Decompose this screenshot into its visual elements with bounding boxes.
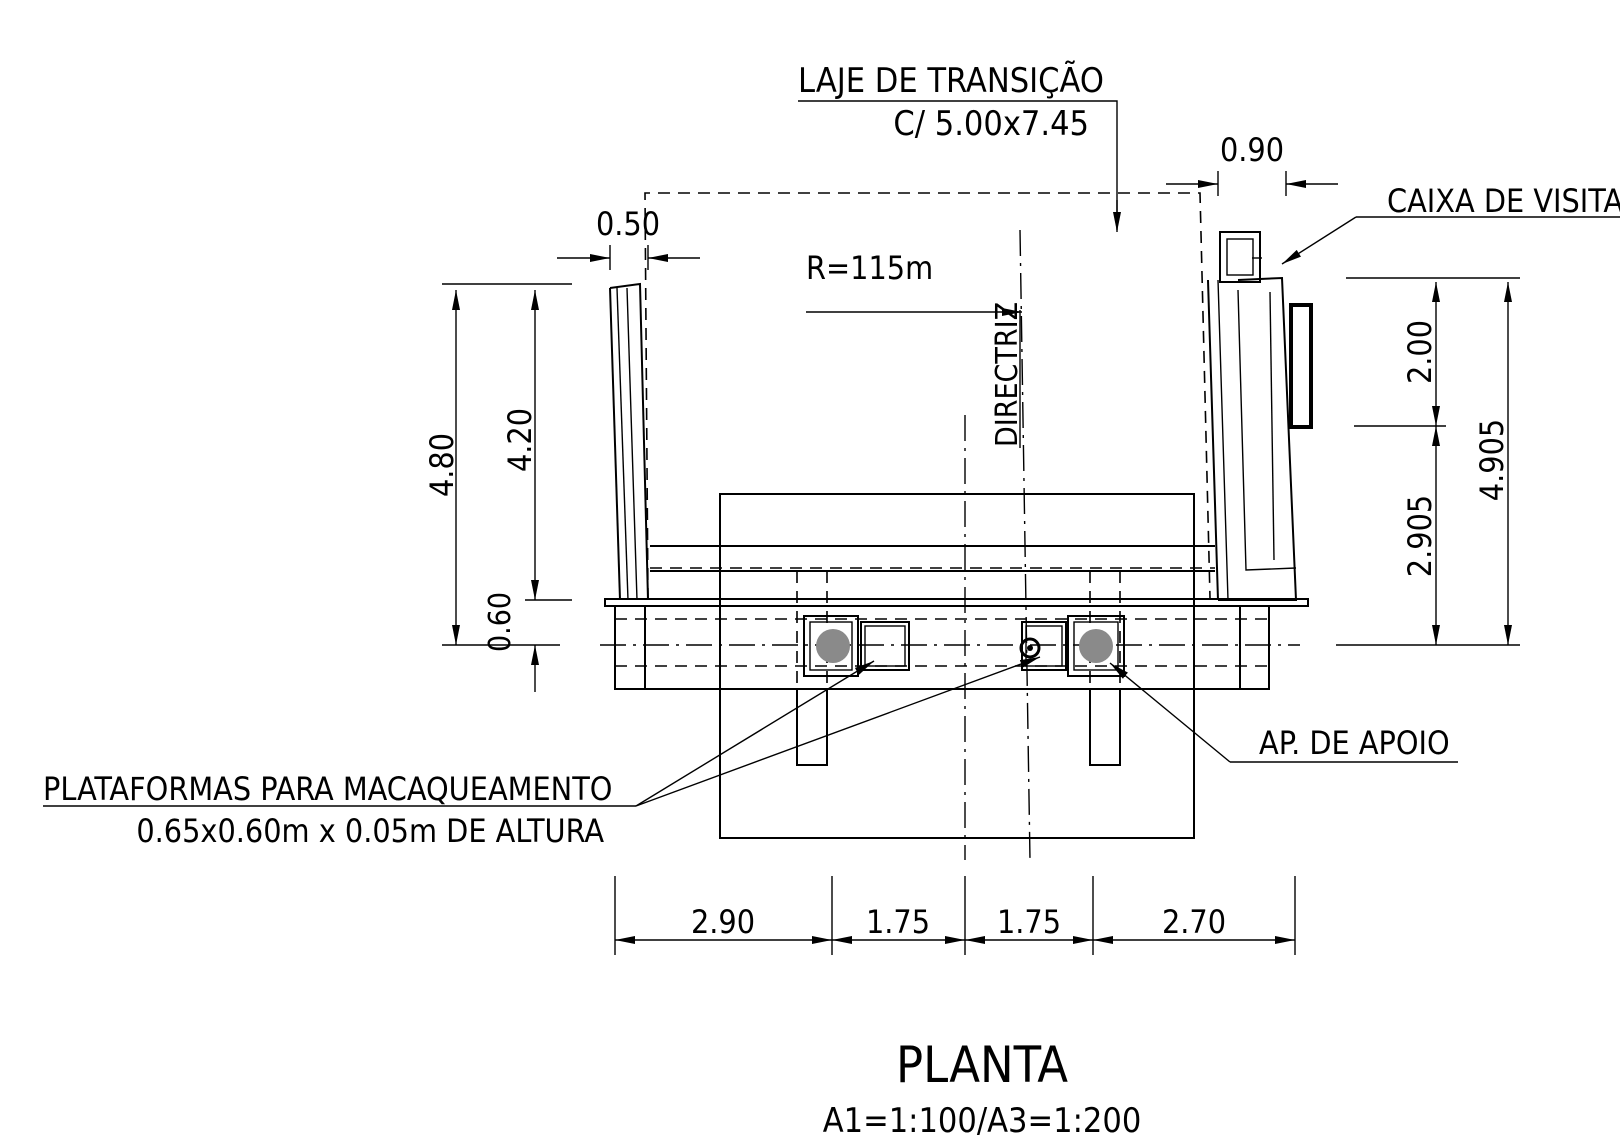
apoio-label: AP. DE APOIO	[1259, 724, 1450, 762]
dim-bottom-1: 2.90	[691, 903, 755, 941]
dim-4-80: 4.80	[423, 433, 461, 497]
left-wing-wall	[609, 282, 649, 601]
laje-label-line2: C/ 5.00x7.45	[893, 104, 1089, 144]
drawing-scale: A1=1:100/A3=1:200	[823, 1101, 1142, 1141]
left-bearing	[803, 615, 859, 677]
directriz-axis	[1019, 229, 1031, 861]
dim-bottom-2: 1.75	[866, 903, 930, 941]
radius-label: R=115m	[806, 249, 933, 287]
dim-left: 4.80 4.20 0.60	[423, 283, 572, 692]
left-jacking-platform	[860, 621, 910, 671]
dim-0-60: 0.60	[483, 592, 518, 652]
left-bearing-pad	[816, 629, 850, 663]
dim-top-left: 0.50	[557, 205, 700, 270]
dim-2-905: 2.905	[1401, 495, 1439, 577]
dim-4-905: 4.905	[1473, 419, 1511, 501]
directriz-label: DIRECTRIZ	[990, 302, 1025, 447]
caixa-callout: CAIXA DE VISITA	[1281, 182, 1620, 265]
radius-callout: R=115m	[806, 249, 1022, 316]
dim-bottom-3: 1.75	[997, 903, 1061, 941]
plataformas-callout: PLATAFORMAS PARA MACAQUEAMENTO 0.65x0.60…	[43, 656, 1041, 850]
dim-0-90: 0.90	[1220, 131, 1284, 169]
dim-top-right: 0.90	[1166, 131, 1338, 196]
inspection-box	[1219, 231, 1262, 283]
abutment-plan	[600, 192, 1313, 861]
transition-slab-outline	[644, 192, 1211, 601]
dim-2-00: 2.00	[1401, 320, 1439, 384]
dim-bottom: 2.90 1.75 1.75 2.70	[614, 876, 1296, 955]
dim-4-20: 4.20	[501, 408, 539, 472]
apoio-callout: AP. DE APOIO	[1109, 662, 1458, 763]
right-bearing-pad	[1079, 629, 1113, 663]
railing-post	[1289, 303, 1313, 429]
drawing-title: PLANTA	[896, 1036, 1068, 1094]
dim-right: 2.00 2.905 4.905	[1336, 277, 1520, 646]
abutment-cap-beam	[604, 598, 1309, 607]
piers	[796, 571, 1121, 766]
right-jacking-platform	[1019, 621, 1067, 671]
dim-0-50: 0.50	[596, 205, 660, 243]
laje-callout: LAJE DE TRANSIÇÃO C/ 5.00x7.45	[798, 61, 1121, 232]
plataformas-label-line1: PLATAFORMAS PARA MACAQUEAMENTO	[43, 770, 612, 808]
laje-label-line1: LAJE DE TRANSIÇÃO	[798, 61, 1104, 101]
right-wing-wall	[1207, 276, 1313, 601]
plataformas-label-line2: 0.65x0.60m x 0.05m DE ALTURA	[136, 812, 604, 850]
right-bearing	[1067, 615, 1125, 677]
dim-bottom-4: 2.70	[1162, 903, 1226, 941]
caixa-label: CAIXA DE VISITA	[1387, 182, 1620, 220]
